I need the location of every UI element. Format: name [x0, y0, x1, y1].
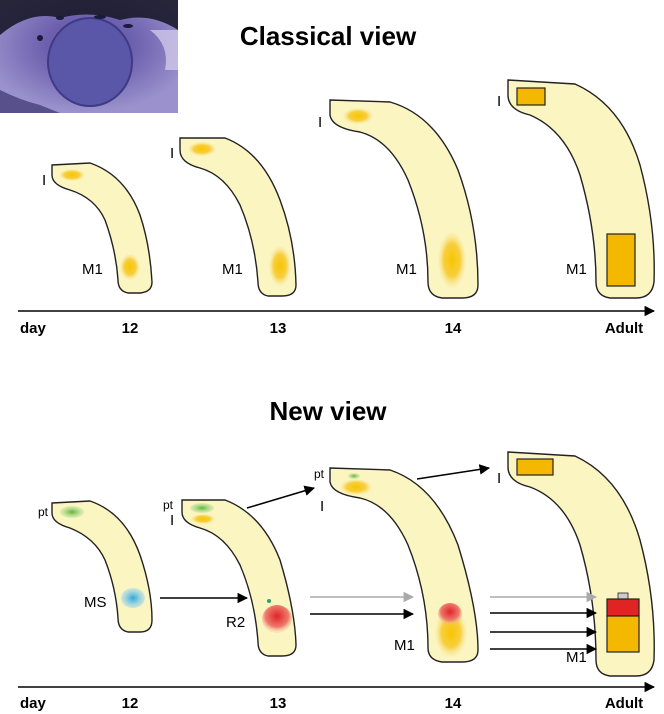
molar-tooth	[606, 233, 636, 287]
new-jaw-day14	[329, 467, 479, 663]
vestige-tooth	[617, 592, 629, 600]
classical-tick-12: 12	[122, 320, 139, 337]
label-incisor-cadult: I	[497, 93, 501, 110]
classical-axis-day: day	[20, 320, 47, 337]
embryo-section-photo	[0, 0, 178, 113]
molar-placode	[269, 246, 291, 286]
new-jaw-day12	[51, 500, 153, 633]
label-incisor-c14: I	[318, 114, 322, 131]
label-m1-c13: M1	[222, 261, 243, 278]
classical-title: Classical view	[240, 21, 417, 51]
classical-tick-adult: Adult	[605, 320, 643, 337]
label-incisor-nadult: I	[497, 470, 501, 487]
newview-title: New view	[269, 396, 387, 426]
pt-placode	[60, 506, 84, 518]
classical-jaw-day14	[329, 99, 479, 299]
newview-tick-14: 14	[445, 695, 462, 712]
lineage-arrows	[160, 464, 598, 655]
molar-placode	[438, 232, 466, 288]
label-ms-n12: MS	[84, 594, 107, 611]
label-m1-c14: M1	[396, 261, 417, 278]
classical-jaw-adult	[507, 79, 655, 299]
label-incisor-n13: I	[170, 512, 174, 529]
label-r2-n13: R2	[226, 614, 245, 631]
classical-tick-13: 13	[270, 320, 287, 337]
label-m1-c12: M1	[82, 261, 103, 278]
ms-placode	[121, 588, 145, 608]
r2-derived-tooth	[606, 598, 640, 617]
newview-axis-day: day	[20, 695, 47, 712]
incisor-placode	[191, 514, 215, 524]
label-pt-n14: pt	[314, 467, 325, 481]
label-m1-cadult: M1	[566, 261, 587, 278]
label-pt-n13: pt	[163, 498, 174, 512]
label-m1-n14: M1	[394, 637, 415, 654]
arrow-incisor-13-14	[246, 485, 316, 509]
molar-tooth	[606, 615, 640, 653]
new-jaw-day13	[181, 499, 297, 657]
incisor-tooth	[516, 87, 546, 106]
incisor-placode	[340, 479, 372, 495]
incisor-tooth	[516, 458, 554, 476]
molar-placode	[120, 254, 140, 280]
label-pt-n12: pt	[38, 505, 49, 519]
newview-tick-adult: Adult	[605, 695, 643, 712]
label-m1-nadult: M1	[566, 649, 587, 666]
newview-tick-13: 13	[270, 695, 287, 712]
r2-placode	[262, 605, 292, 633]
label-incisor-n14: I	[320, 498, 324, 515]
incisor-placode	[59, 169, 85, 181]
vestigial-spot	[267, 599, 271, 603]
r2-remnant	[438, 603, 462, 625]
incisor-placode	[188, 142, 216, 156]
label-incisor-c13: I	[170, 145, 174, 162]
pt-placode	[190, 503, 214, 513]
classical-tick-14: 14	[445, 320, 462, 337]
classical-jaw-day13	[179, 137, 297, 297]
incisor-placode	[343, 108, 373, 124]
new-jaw-adult	[507, 451, 655, 677]
label-incisor-c12: I	[42, 172, 46, 189]
pt-placode	[348, 473, 360, 479]
arrow-incisor-14-adult	[416, 464, 491, 480]
newview-tick-12: 12	[122, 695, 139, 712]
classical-jaw-day12	[51, 162, 153, 294]
